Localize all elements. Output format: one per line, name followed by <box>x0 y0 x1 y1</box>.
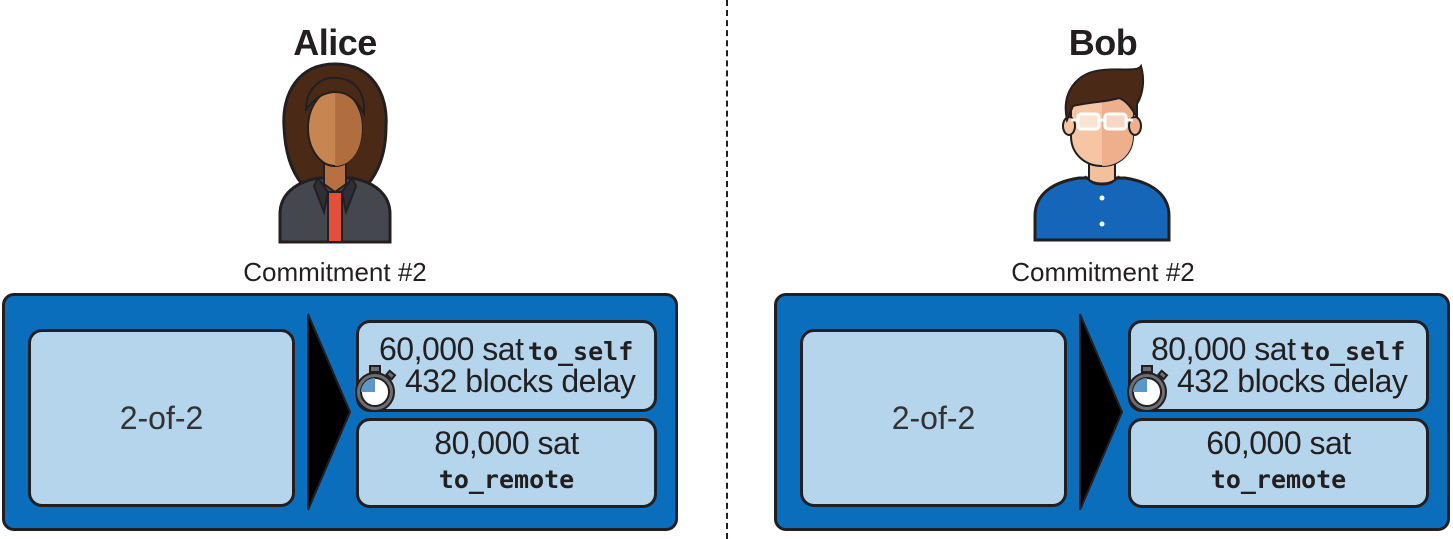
woman-avatar-icon <box>278 62 392 244</box>
to-self-amount-line: 60,000 sat to_self <box>379 331 633 368</box>
to-remote-script: to_remote <box>438 465 575 494</box>
to-remote-amount: 60,000 sat <box>1206 425 1351 461</box>
to-self-delay: 432 blocks delay <box>405 363 636 399</box>
output-to-remote: 60,000 sat to_remote <box>1128 418 1429 508</box>
commitment-transaction: 2-of-2 60,000 sat to_self 432 blocks del… <box>2 293 678 531</box>
to-self-delay: 432 blocks delay <box>1177 363 1408 399</box>
party-name: Bob <box>1068 22 1138 63</box>
to-self-script: to_self <box>527 337 634 366</box>
party-name: Alice <box>293 22 377 63</box>
bob-panel: Bob Commitment #2 2-of-2 <box>772 0 1452 539</box>
funding-input-2-of-2: 2-of-2 <box>28 329 295 507</box>
stopwatch-icon <box>1127 365 1169 412</box>
to-self-script: to_self <box>1299 337 1406 366</box>
output-to-self: 80,000 sat to_self 432 blocks delay <box>1127 320 1429 412</box>
alice-panel: Alice Commitment #2 2-of-2 60,000 sat to… <box>0 0 680 539</box>
party-divider <box>726 0 728 539</box>
arrow-right-icon <box>1079 313 1124 511</box>
input-label: 2-of-2 <box>119 399 204 436</box>
stopwatch-icon <box>355 365 397 412</box>
commitment-title: Commitment #2 <box>243 257 427 287</box>
input-label: 2-of-2 <box>891 399 976 436</box>
to-remote-amount: 80,000 sat <box>434 425 579 461</box>
to-self-amount: 60,000 sat <box>379 331 524 367</box>
commitment-title: Commitment #2 <box>1011 257 1195 287</box>
output-to-remote: 80,000 sat to_remote <box>356 418 657 508</box>
funding-input-2-of-2: 2-of-2 <box>800 329 1067 507</box>
to-remote-script: to_remote <box>1210 465 1347 494</box>
to-self-amount: 80,000 sat <box>1151 331 1296 367</box>
man-with-glasses-avatar-icon <box>1033 63 1171 242</box>
arrow-right-icon <box>307 313 352 511</box>
to-self-amount-line: 80,000 sat to_self <box>1151 331 1405 368</box>
commitment-transaction: 2-of-2 80,000 sat to_self 432 blocks del… <box>774 293 1450 531</box>
output-to-self: 60,000 sat to_self 432 blocks delay <box>355 320 657 412</box>
